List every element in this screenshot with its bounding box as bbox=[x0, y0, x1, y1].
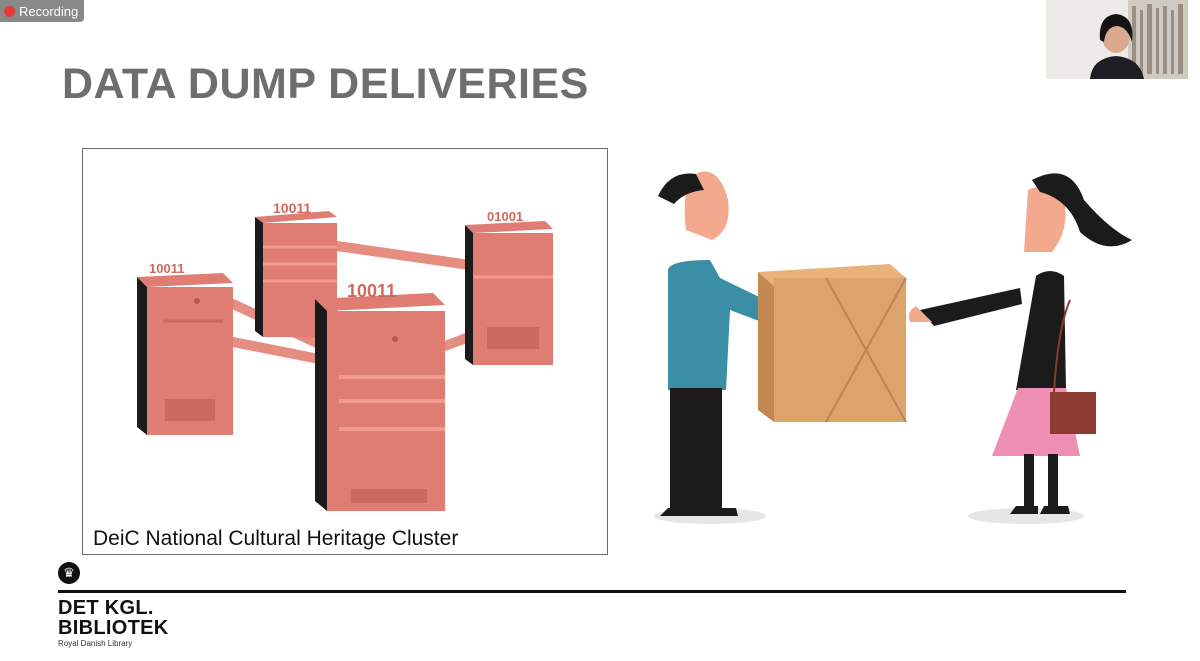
slide-title: DATA DUMP DELIVERIES bbox=[62, 60, 589, 108]
server-tower-icon bbox=[255, 211, 337, 337]
recording-label: Recording bbox=[19, 3, 79, 19]
footer-divider bbox=[58, 590, 1126, 593]
svg-text:10011: 10011 bbox=[149, 261, 184, 276]
cardboard-box-icon bbox=[758, 264, 907, 423]
recording-dot-icon bbox=[4, 5, 15, 17]
server-tower-icon bbox=[315, 293, 445, 511]
logo-subtitle: Royal Danish Library bbox=[58, 639, 133, 648]
server-tower-icon bbox=[137, 273, 233, 435]
crown-icon: ♛ bbox=[58, 562, 80, 584]
svg-text:10011: 10011 bbox=[273, 200, 311, 216]
box-handover-illustration bbox=[640, 160, 1150, 540]
webcam-thumbnail[interactable] bbox=[1046, 0, 1188, 79]
logo-line-1: DET KGL. bbox=[58, 597, 154, 619]
webcam-person-icon bbox=[1046, 0, 1188, 79]
server-cluster-figure: 10011 01001 10011 10011 DeiC National Cu… bbox=[82, 148, 608, 555]
server-caption: DeiC National Cultural Heritage Cluster bbox=[93, 527, 459, 550]
recording-indicator: Recording bbox=[0, 0, 85, 22]
logo-line-2: BIBLIOTEK bbox=[58, 617, 169, 639]
server-tower-icon bbox=[465, 221, 553, 365]
man-figure-icon bbox=[658, 171, 798, 516]
woman-figure-icon bbox=[908, 173, 1132, 514]
server-cluster-illustration: 10011 01001 10011 10011 bbox=[137, 200, 553, 511]
svg-text:01001: 01001 bbox=[487, 209, 523, 224]
library-logo: ♛ DET KGL. BIBLIOTEK Royal Danish Librar… bbox=[58, 562, 198, 658]
svg-text:10011: 10011 bbox=[347, 281, 396, 301]
handover-illustration bbox=[654, 171, 1132, 524]
